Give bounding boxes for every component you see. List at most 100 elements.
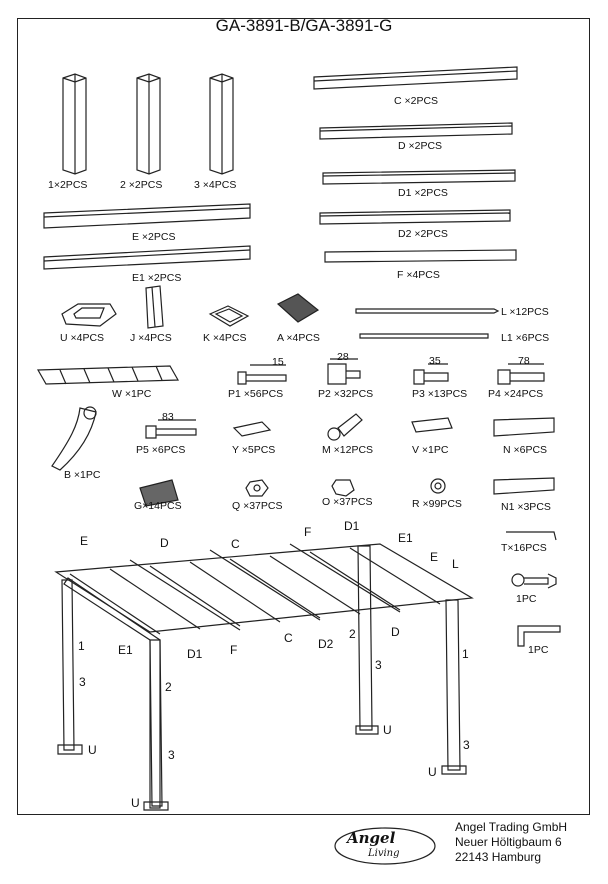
label-part-e: E ×2PCS	[132, 231, 176, 243]
part-k-drawing	[208, 305, 250, 327]
label-part-3: 3 ×4PCS	[194, 179, 237, 191]
bolt-p2-drawing	[327, 358, 361, 385]
part-a-drawing	[276, 293, 320, 323]
part-n1-drawing	[493, 477, 555, 495]
screw-t-drawing	[506, 531, 557, 541]
assembly-label-e1-left: E1	[118, 643, 133, 657]
bolt-p1-drawing	[237, 364, 287, 385]
label-part-a: A ×4PCS	[277, 332, 320, 344]
assembly-label-d1-top: D1	[344, 519, 360, 533]
beam-d1-drawing	[322, 169, 516, 185]
bolt-p5-drawing	[145, 419, 197, 439]
label-washer-r: R ×99PCS	[412, 498, 462, 510]
beam-e1-drawing	[43, 245, 251, 270]
label-part-e1: E1 ×2PCS	[132, 272, 182, 284]
bolt-p3-drawing	[413, 363, 449, 385]
dim-p5: 83	[162, 411, 174, 423]
part-w-drawing	[36, 365, 180, 385]
assembly-label-c-top: C	[231, 537, 240, 551]
label-part-m: M ×12PCS	[322, 444, 374, 456]
label-part-g: G×14PCS	[134, 500, 182, 512]
assembly-label-c-bottom: C	[284, 631, 293, 645]
label-part-d: D ×2PCS	[398, 140, 443, 152]
assembly-label-e-right: E	[430, 550, 439, 564]
label-part-u: U ×4PCS	[60, 332, 105, 344]
rod-l-drawing	[355, 308, 500, 314]
company-city: 22143 Hamburg	[455, 850, 542, 864]
company-address: Angel Trading GmbH Neuer Höltigbaum 6 22…	[455, 820, 567, 865]
assembly-label-post3-right: 3	[375, 658, 382, 672]
label-part-y: Y ×5PCS	[232, 444, 276, 456]
label-part-1: 1×2PCS	[48, 179, 88, 191]
label-bolt-p1: P1 ×56PCS	[228, 388, 284, 400]
beam-d-drawing	[319, 122, 513, 140]
dim-p1: 15	[272, 356, 284, 368]
assembly-label-f-bottom: F	[230, 643, 238, 657]
assembly-label-post1-far: 1	[462, 647, 469, 661]
beam-d2-drawing	[319, 209, 511, 225]
label-part-j: J ×4PCS	[130, 332, 172, 344]
label-part-l: L ×12PCS	[501, 306, 549, 318]
company-name: Angel Trading GmbH	[455, 820, 568, 834]
assembly-label-d1-bottom: D1	[187, 647, 203, 661]
beam-c-drawing	[313, 66, 518, 90]
assembly-label-f-top: F	[304, 525, 312, 539]
label-nut-q: Q ×37PCS	[232, 500, 283, 512]
part-b-drawing	[51, 406, 97, 471]
nut-q-drawing	[245, 479, 269, 497]
assembly-label-u-left: U	[88, 743, 97, 757]
label-part-v: V ×1PC	[412, 444, 449, 456]
angel-living-logo: Angel Living	[333, 826, 437, 866]
assembly-label-u-right: U	[383, 723, 392, 737]
label-hex-key: 1PC	[528, 644, 549, 656]
post-2-drawing	[136, 73, 161, 175]
assembly-label-u-far: U	[428, 765, 437, 779]
part-j-drawing	[145, 285, 164, 329]
label-part-2: 2 ×2PCS	[120, 179, 163, 191]
nut-o-drawing	[331, 479, 355, 497]
parts-sheet	[17, 18, 590, 815]
label-bolt-p5: P5 ×6PCS	[136, 444, 186, 456]
part-u-drawing	[61, 303, 117, 327]
rod-l1-drawing	[359, 333, 489, 339]
assembly-label-post1-left: 1	[78, 639, 85, 653]
label-part-d2: D2 ×2PCS	[398, 228, 448, 240]
label-bolt-p4: P4 ×24PCS	[488, 388, 544, 400]
part-n-drawing	[493, 417, 555, 437]
bolt-p4-drawing	[497, 363, 545, 385]
dim-p4: 78	[518, 355, 530, 367]
label-bolt-p2: P2 ×32PCS	[318, 388, 374, 400]
label-part-l1: L1 ×6PCS	[501, 332, 550, 344]
dim-p3: 35	[429, 355, 441, 367]
assembly-label-d2-bottom: D2	[318, 637, 334, 651]
label-part-w: W ×1PC	[112, 388, 152, 400]
logo-oval-icon	[334, 827, 436, 865]
dim-p2: 28	[337, 351, 349, 363]
label-part-n: N ×6PCS	[503, 444, 548, 456]
logo-line-2: Living	[368, 848, 400, 859]
wrench-drawing	[511, 573, 557, 589]
part-g-drawing	[139, 479, 179, 507]
label-part-c: C ×2PCS	[394, 95, 439, 107]
post-1-drawing	[62, 73, 87, 175]
assembly-label-e1-right: E1	[398, 531, 413, 545]
assembly-label-post3-mid: 3	[168, 748, 175, 762]
assembly-label-e-top: E	[80, 534, 89, 548]
label-part-d1: D1 ×2PCS	[398, 187, 448, 199]
beam-f-drawing	[324, 249, 517, 263]
assembly-label-post3-far: 3	[463, 738, 470, 752]
part-m-drawing	[327, 413, 363, 441]
assembly-label-u-mid: U	[131, 796, 140, 810]
label-screw-t: T×16PCS	[501, 542, 547, 554]
label-wrench: 1PC	[516, 593, 537, 605]
hex-key-drawing	[517, 625, 561, 647]
label-bolt-p3: P3 ×13PCS	[412, 388, 468, 400]
label-part-k: K ×4PCS	[203, 332, 247, 344]
assembled-pergola	[54, 543, 474, 811]
company-street: Neuer Höltigbaum 6	[455, 835, 562, 849]
assembly-label-l-right: L	[452, 557, 459, 571]
assembly-label-d-bottom: D	[391, 625, 400, 639]
washer-r-drawing	[430, 478, 446, 494]
page-title: GA-3891-B/GA-3891-G	[215, 16, 393, 35]
